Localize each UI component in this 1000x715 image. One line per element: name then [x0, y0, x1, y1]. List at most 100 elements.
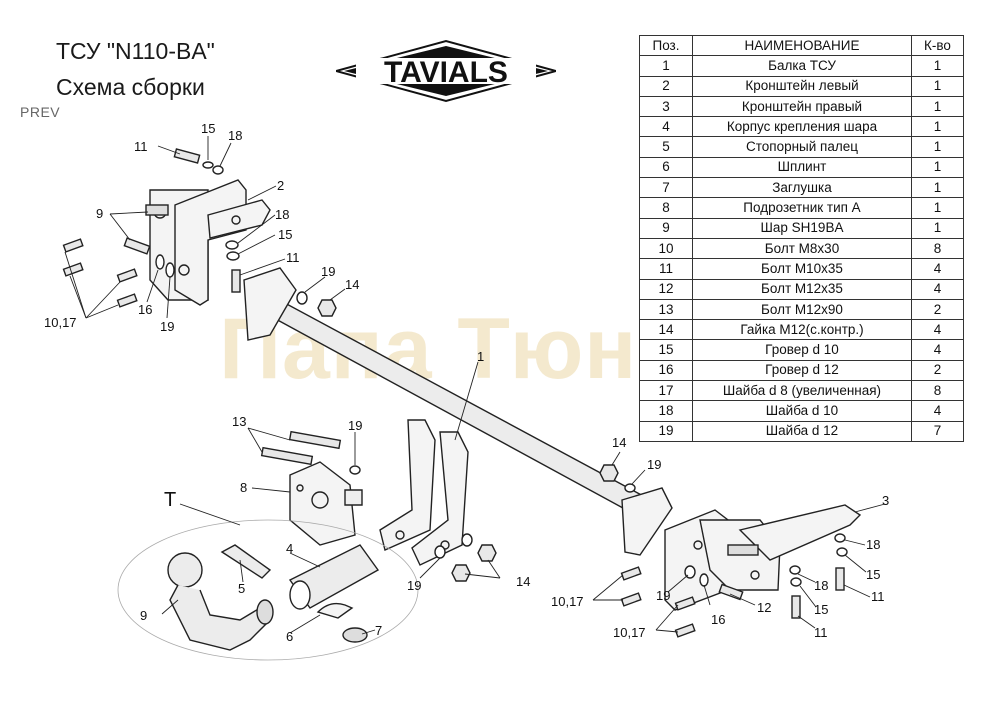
cell-pos: 16 [639, 359, 693, 382]
callout-18: 18 [866, 537, 880, 552]
left-bracket [145, 179, 271, 306]
cell-name: Гровер d 10 [692, 339, 912, 361]
callout-16: 16 [138, 302, 152, 317]
cell-name: Стопорный палец [692, 136, 912, 158]
callout-9: 9 [140, 608, 147, 623]
cell-pos: 4 [639, 116, 693, 138]
prev-label: PREV [20, 104, 61, 120]
cell-qty: 4 [911, 258, 964, 280]
cell-pos: 12 [639, 278, 693, 300]
callout-18: 18 [275, 207, 289, 222]
tow-ball [167, 552, 274, 651]
cell-name: Кронштейн левый [692, 75, 912, 97]
cell-name: Заглушка [692, 177, 912, 199]
cell-qty: 1 [911, 75, 964, 97]
cell-pos: 14 [639, 319, 693, 341]
cell-name: Шайба d 12 [692, 420, 912, 442]
callout-19: 19 [348, 418, 362, 433]
cell-name: Кронштейн правый [692, 95, 912, 118]
title-assembly: Схема сборки [56, 74, 205, 100]
callout-7: 7 [375, 623, 382, 638]
cell-pos: 6 [639, 156, 693, 179]
washers [155, 161, 848, 587]
callout-t: Т [164, 489, 176, 511]
callout-5: 5 [238, 581, 245, 596]
callout-14: 14 [612, 435, 626, 450]
cell-qty: 8 [911, 237, 964, 260]
cell-pos: 11 [639, 258, 693, 280]
callout-6: 6 [286, 629, 293, 644]
header-pos: Поз. [639, 34, 693, 57]
cell-name: Болт М12х35 [692, 278, 912, 300]
callout-10-17: 10,17 [44, 315, 77, 330]
callout-15: 15 [814, 602, 828, 617]
callout-18: 18 [228, 128, 242, 143]
header-qty: К-во [911, 34, 964, 57]
callout-13: 13 [232, 414, 246, 429]
cell-qty: 4 [911, 400, 964, 422]
callout-10-17: 10,17 [613, 625, 646, 640]
cell-name: Болт М10х35 [692, 258, 912, 280]
callout-18: 18 [814, 578, 828, 593]
plug [342, 627, 368, 643]
callout-8: 8 [240, 480, 247, 495]
right-bracket [664, 504, 862, 611]
cell-qty: 4 [911, 319, 964, 341]
cell-pos: 9 [639, 217, 693, 239]
cell-pos: 13 [639, 298, 693, 321]
cell-name: Подрозетник тип А [692, 197, 912, 219]
callout-11: 11 [286, 250, 300, 265]
tavials-logo: TAVIALS [336, 39, 556, 103]
cell-pos: 18 [639, 400, 693, 422]
logo-text: TAVIALS [384, 56, 508, 89]
callout-19: 19 [321, 264, 335, 279]
callout-14: 14 [516, 574, 530, 589]
callout-19: 19 [647, 457, 661, 472]
cell-qty: 2 [911, 298, 964, 321]
callout-19: 19 [656, 588, 670, 603]
cell-pos: 7 [639, 177, 693, 199]
callout-11: 11 [871, 589, 885, 604]
fasteners [62, 148, 845, 638]
ball-housing [288, 544, 380, 610]
callout-15: 15 [866, 567, 880, 582]
callout-2: 2 [277, 178, 284, 193]
cotter-pin [316, 602, 354, 619]
callout-11: 11 [134, 139, 148, 154]
cell-name: Гайка М12(с.контр.) [692, 319, 912, 341]
cell-name: Балка ТСУ [692, 55, 912, 77]
cell-qty: 1 [911, 116, 964, 138]
cell-pos: 17 [639, 380, 693, 402]
ball-group-outline [117, 519, 419, 661]
cell-name: Шар SH19BA [692, 217, 912, 239]
cell-qty: 1 [911, 177, 964, 199]
title-model: ТСУ "N110-BA" [56, 38, 215, 64]
lock-pin [220, 544, 272, 579]
callout-numbers: 11 15 18 2 9 18 15 11 10,17 16 19 19 14 … [44, 121, 889, 644]
callout-9: 9 [96, 206, 103, 221]
main-beam [243, 267, 673, 566]
callout-16: 16 [711, 612, 725, 627]
callout-10-17: 10,17 [551, 594, 584, 609]
cell-qty: 7 [911, 420, 964, 442]
cell-name: Шайба d 8 (увеличенная) [692, 380, 912, 402]
callout-15: 15 [201, 121, 215, 136]
cell-name: Шплинт [692, 156, 912, 179]
callout-1: 1 [477, 349, 484, 364]
